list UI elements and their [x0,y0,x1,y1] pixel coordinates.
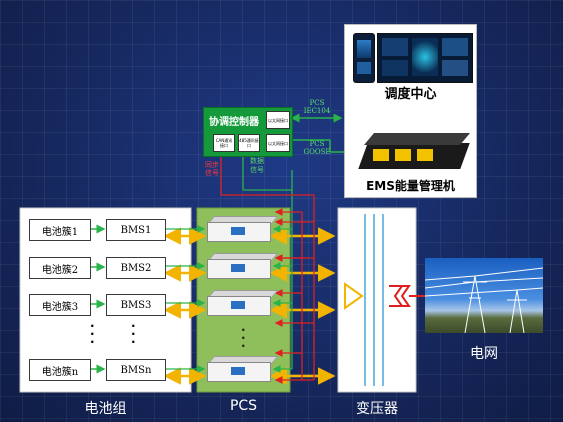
phone-screen [353,33,375,83]
battery-cluster-1: 电池簇1 [29,219,91,241]
bms-1: BMS1 [106,219,166,241]
sync-signal-label: 同步 信号 [205,161,219,177]
pcs-unit [207,216,279,242]
ellipsis-battery: · · · [90,319,95,349]
grid-label: 电网 [470,346,498,362]
pcs-unit [207,253,279,279]
battery-cluster-2: 电池簇2 [29,257,91,279]
bms-label: BMS3 [120,299,152,311]
goose-label: PCS GOOSE [303,140,331,156]
ems-device [358,133,471,175]
pcs-unit [207,290,279,316]
ethernet-port-b: 以太网接口 [266,134,290,152]
dispatch-ems-panel: 调度中心 EMS能量管理机 [344,24,477,198]
bms-label: BMS1 [120,224,152,236]
monitor-screen [377,33,473,83]
ethernet-port-a: 以太网接口 [266,111,290,129]
pcs-unit [207,356,279,382]
ems-label: EMS能量管理机 [366,179,455,193]
battery-cluster-label: 电池簇3 [41,301,79,313]
power-grid-image [425,258,543,333]
battery-cluster-label: 电池簇n [41,366,79,378]
can-port: CAN通讯接口 [213,134,235,152]
bms-2: BMS2 [106,257,166,279]
battery-cluster-label: 电池簇2 [41,264,79,276]
coordination-controller: 协调控制器 以太网接口 以太网接口 CAN通讯接口 485通讯接口 [203,107,293,157]
data-signal-label: 数据 信号 [250,157,264,174]
inverter-symbol [344,282,364,310]
rs485-port: 485通讯接口 [238,134,260,152]
bms-3: BMS3 [106,294,166,316]
controller-title: 协调控制器 [209,117,259,128]
bms-n: BMSn [106,359,166,381]
transformer-label: 变压器 [356,401,398,417]
dispatch-center-label: 调度中心 [384,87,437,102]
battery-cluster-n: 电池簇n [29,359,91,381]
battery-cluster-3: 电池簇3 [29,294,91,316]
battery-group-label: 电池组 [84,401,127,417]
transformer-panel [337,207,417,393]
bms-label: BMSn [120,364,152,376]
pcs-label: PCS [229,398,258,414]
ellipsis-pcs: · · · [241,323,246,353]
ellipsis-bms: · · · [131,319,136,349]
bms-label: BMS2 [120,262,152,274]
battery-cluster-label: 电池簇1 [41,226,79,238]
iec104-label: PCS IEC104 [303,99,331,115]
